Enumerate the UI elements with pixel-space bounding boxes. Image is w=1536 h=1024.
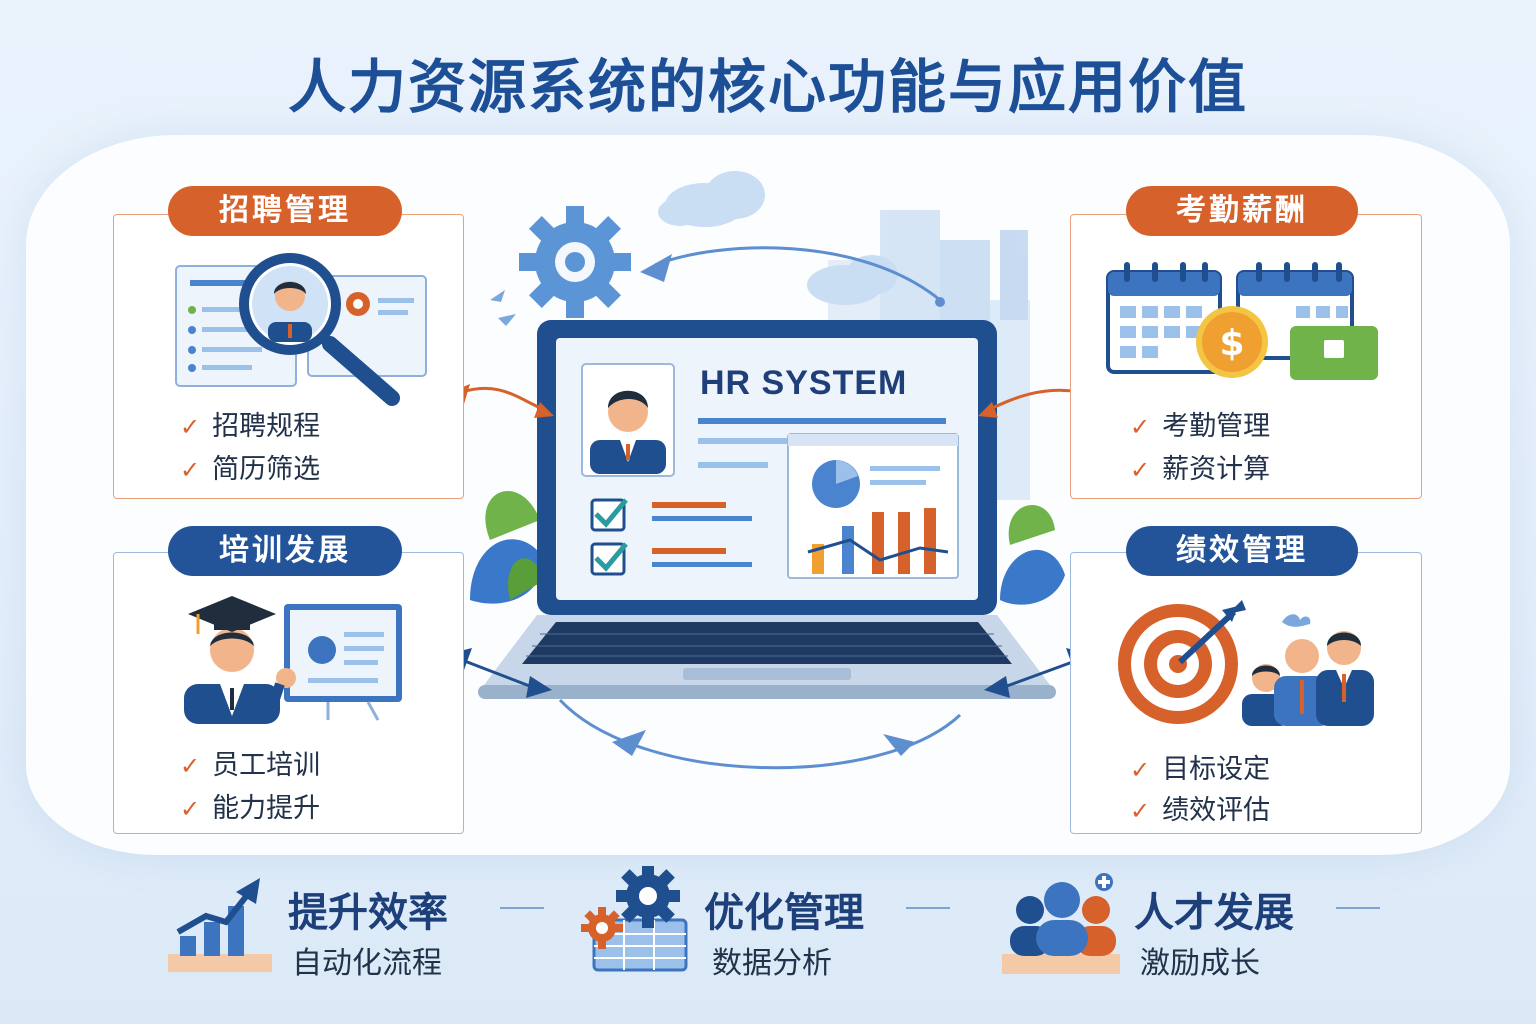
divider <box>1336 907 1380 909</box>
benefit-management-subtitle: 数据分析 <box>712 946 832 981</box>
checkbox-icon <box>590 498 628 576</box>
panel-training-title: 培训发展 <box>168 526 402 576</box>
team-people-icon <box>1002 873 1120 974</box>
plant-right <box>1000 504 1065 605</box>
recruitment-item-1: ✓招聘规程 <box>180 411 321 442</box>
page-title: 人力资源系统的核心功能与应用价值 <box>287 53 1248 121</box>
rising-bar-chart-icon <box>168 878 272 972</box>
divider <box>906 907 950 909</box>
attendance-item-2: ✓薪资计算 <box>1130 454 1271 485</box>
benefit-talent-subtitle: 激励成长 <box>1140 946 1260 981</box>
attendance-item-1: ✓考勤管理 <box>1130 411 1271 442</box>
magnifier-resume-icon <box>175 253 427 406</box>
panel-attendance-payroll-title: 考勤薪酬 <box>1126 186 1358 236</box>
benefit-management-title: 优化管理 <box>704 890 864 936</box>
calendar-money-icon: $ <box>1106 262 1378 380</box>
connector-arrows <box>446 380 1092 698</box>
target-team-icon <box>1118 600 1374 726</box>
svg-text:$: $ <box>1219 323 1244 364</box>
center-illustration <box>470 171 1065 770</box>
benefit-efficiency-title: 提升效率 <box>288 890 448 936</box>
hr-system-label: HR SYSTEM <box>700 364 908 402</box>
training-item-1: ✓员工培训 <box>180 750 321 781</box>
cycle-arrow-bottom <box>558 698 962 770</box>
cycle-arrow-top <box>654 246 941 302</box>
benefit-efficiency-subtitle: 自动化流程 <box>292 946 442 981</box>
user-avatar-icon <box>590 390 666 474</box>
training-item-2: ✓能力提升 <box>180 793 321 824</box>
divider <box>500 907 544 909</box>
gear-icon <box>519 206 631 318</box>
panel-recruitment-title: 招聘管理 <box>168 186 402 236</box>
recruitment-item-2: ✓简历筛选 <box>180 454 321 485</box>
benefit-talent-title: 人才发展 <box>1134 890 1294 936</box>
performance-item-1: ✓目标设定 <box>1130 754 1271 785</box>
pie-chart-icon <box>812 460 860 508</box>
graduate-presentation-icon <box>184 596 402 724</box>
cloud-icon <box>658 171 898 305</box>
gears-document-icon <box>581 866 688 972</box>
performance-item-2: ✓绩效评估 <box>1130 795 1271 826</box>
panel-performance-title: 绩效管理 <box>1126 526 1358 576</box>
bar-chart-icon <box>807 508 949 574</box>
plant-left <box>470 491 545 604</box>
